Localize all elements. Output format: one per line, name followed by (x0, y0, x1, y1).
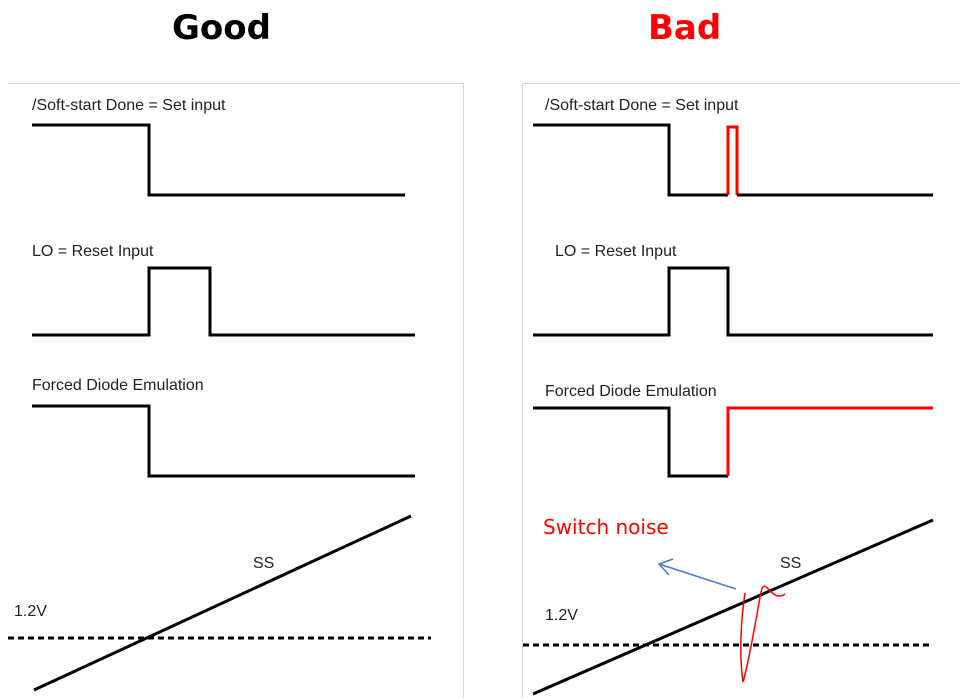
ss-label: SS (780, 555, 801, 572)
switch-noise-label: Switch noise (543, 515, 669, 539)
soft-start-label: /Soft-start Done = Set input (32, 97, 226, 114)
soft-start-waveform (32, 123, 405, 197)
threshold-label: 1.2V (545, 607, 578, 624)
ss-label: SS (253, 555, 274, 572)
ss-ramp (33, 514, 412, 692)
arrow-head-icon (657, 558, 674, 576)
bad-timing-diagram: /Soft-start Done = Set input LO = Reset … (523, 97, 934, 696)
lo-label: LO = Reset Input (555, 243, 677, 260)
good-timing-panel: /Soft-start Done = Set input LO = Reset … (8, 83, 464, 698)
good-timing-diagram: /Soft-start Done = Set input LO = Reset … (8, 97, 431, 692)
bad-timing-panel: /Soft-start Done = Set input LO = Reset … (522, 83, 960, 698)
fde-waveform (32, 404, 415, 478)
fde-label: Forced Diode Emulation (32, 377, 204, 394)
soft-start-label: /Soft-start Done = Set input (545, 97, 739, 114)
ss-ramp (532, 518, 934, 696)
lo-label: LO = Reset Input (32, 243, 154, 260)
fde-waveform (533, 406, 728, 478)
fde-fault-waveform (726, 406, 933, 476)
threshold-label: 1.2V (14, 603, 47, 620)
bad-heading: Bad (648, 8, 722, 48)
fde-label: Forced Diode Emulation (545, 383, 717, 400)
soft-start-waveform (533, 123, 728, 197)
lo-waveform (533, 266, 933, 337)
lo-waveform (32, 266, 415, 337)
good-heading: Good (172, 8, 271, 48)
switch-noise-arrow (658, 563, 737, 590)
soft-start-glitch (726, 125, 739, 195)
switch-noise-waveform (740, 585, 786, 683)
